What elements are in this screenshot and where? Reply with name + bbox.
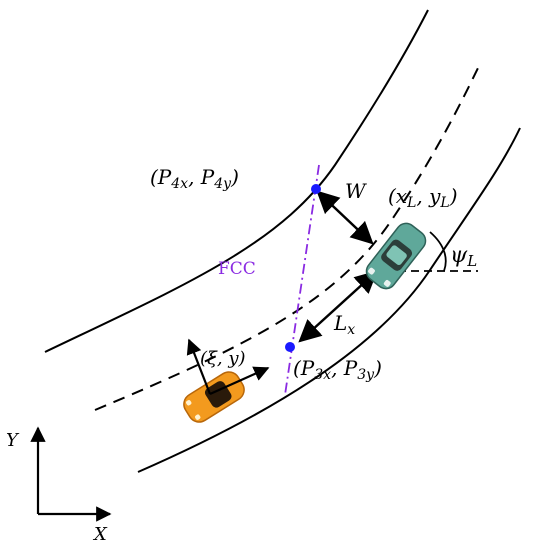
fcc-label: FCC <box>218 259 256 279</box>
lx-label: Lx <box>333 311 355 338</box>
ego-frame-label: (ξ, y) <box>200 348 246 369</box>
w-arrow <box>316 190 374 245</box>
p3-label: (P3x, P3y) <box>293 356 382 383</box>
lx-arrow <box>298 270 378 343</box>
p4-label: (P4x, P4y) <box>150 165 239 192</box>
axis-y-label: Y <box>6 430 20 451</box>
lead-position-label: (xL, yL) <box>388 184 458 211</box>
w-label: W <box>345 179 367 203</box>
axis-x-label: X <box>92 524 108 545</box>
point-p4 <box>311 184 321 194</box>
ego-car <box>183 371 245 423</box>
heading-label: ψL <box>450 243 477 270</box>
road-outer-edge <box>44 9 429 353</box>
ego-longitudinal-axis <box>209 366 270 396</box>
ego-lateral-axis <box>186 338 212 395</box>
road-center-line <box>94 67 479 411</box>
road-inner-edge <box>137 127 521 473</box>
lead-car <box>365 222 427 290</box>
point-p3 <box>285 342 295 352</box>
heading-angle-arc <box>429 231 447 272</box>
